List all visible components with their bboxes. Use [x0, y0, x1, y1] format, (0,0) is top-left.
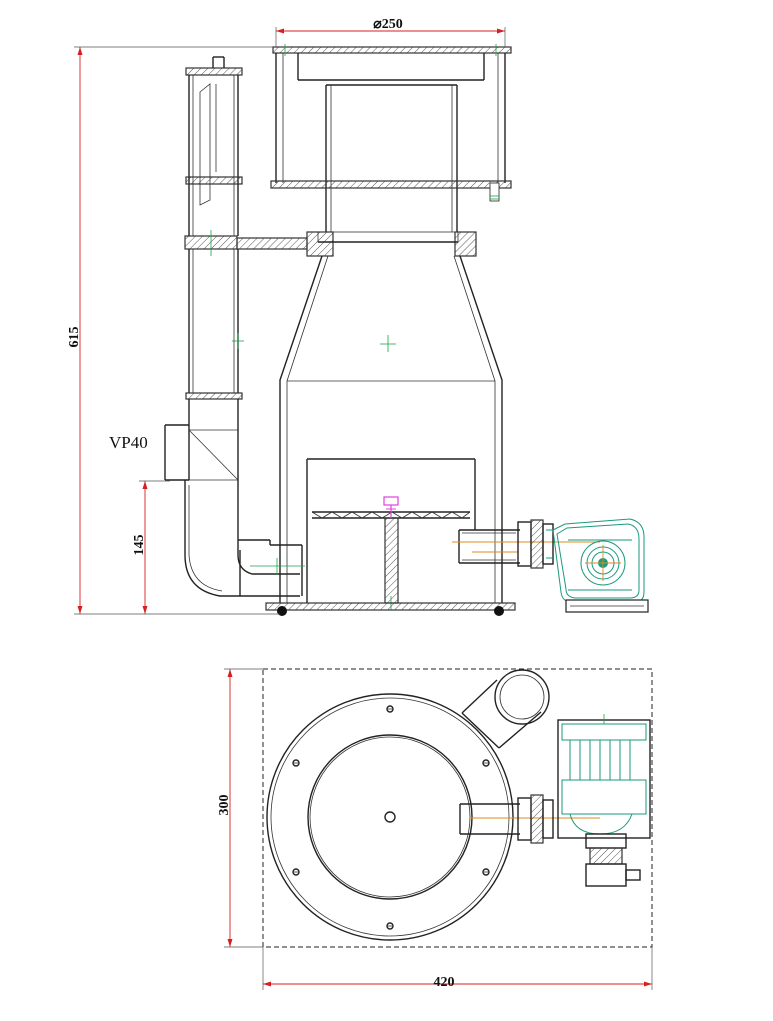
top-diameter-label: ⌀250	[373, 17, 402, 32]
outlet-pipe	[164, 56, 305, 597]
pump-plan-view	[557, 714, 651, 887]
pump-inlet-plan	[459, 794, 600, 844]
height-label: 615	[67, 327, 82, 348]
skimmer-body	[279, 255, 503, 603]
top-flange	[272, 46, 512, 54]
support-arm	[236, 237, 308, 250]
footprint-outline	[262, 668, 653, 948]
center-column	[384, 517, 399, 604]
pump-inlet-pipe	[452, 529, 600, 564]
width-dimension: 420	[262, 947, 653, 990]
depth-dimension: 300	[217, 668, 263, 948]
outlet-pipe-plan	[461, 669, 550, 749]
depth-label: 300	[217, 795, 232, 816]
skimmer-top-circle	[266, 693, 514, 941]
foot-right	[494, 606, 504, 616]
pump-model-label: VP40	[109, 433, 148, 452]
collection-cup	[275, 53, 506, 183]
top-diameter-dimension: ⌀250	[275, 17, 506, 47]
side-elevation-view: ⌀250 615 145 VP40	[67, 17, 649, 616]
height-dimension: 615	[67, 46, 280, 615]
body-ring	[306, 231, 477, 257]
inlet-height-label: 145	[132, 535, 147, 556]
pump-side-view	[552, 518, 649, 613]
mounting-bolt-icons	[292, 705, 490, 930]
width-label: 420	[434, 975, 455, 990]
foot-left	[277, 606, 287, 616]
drain-valve-icon	[383, 496, 399, 518]
cup-flange	[270, 180, 512, 189]
inlet-height-dimension: 145	[132, 480, 170, 614]
riser-tube	[325, 84, 458, 232]
top-plan-view: 300 420	[217, 668, 653, 990]
base-plate	[265, 602, 516, 611]
drain-fitting	[489, 182, 500, 202]
pump-union	[517, 519, 554, 569]
